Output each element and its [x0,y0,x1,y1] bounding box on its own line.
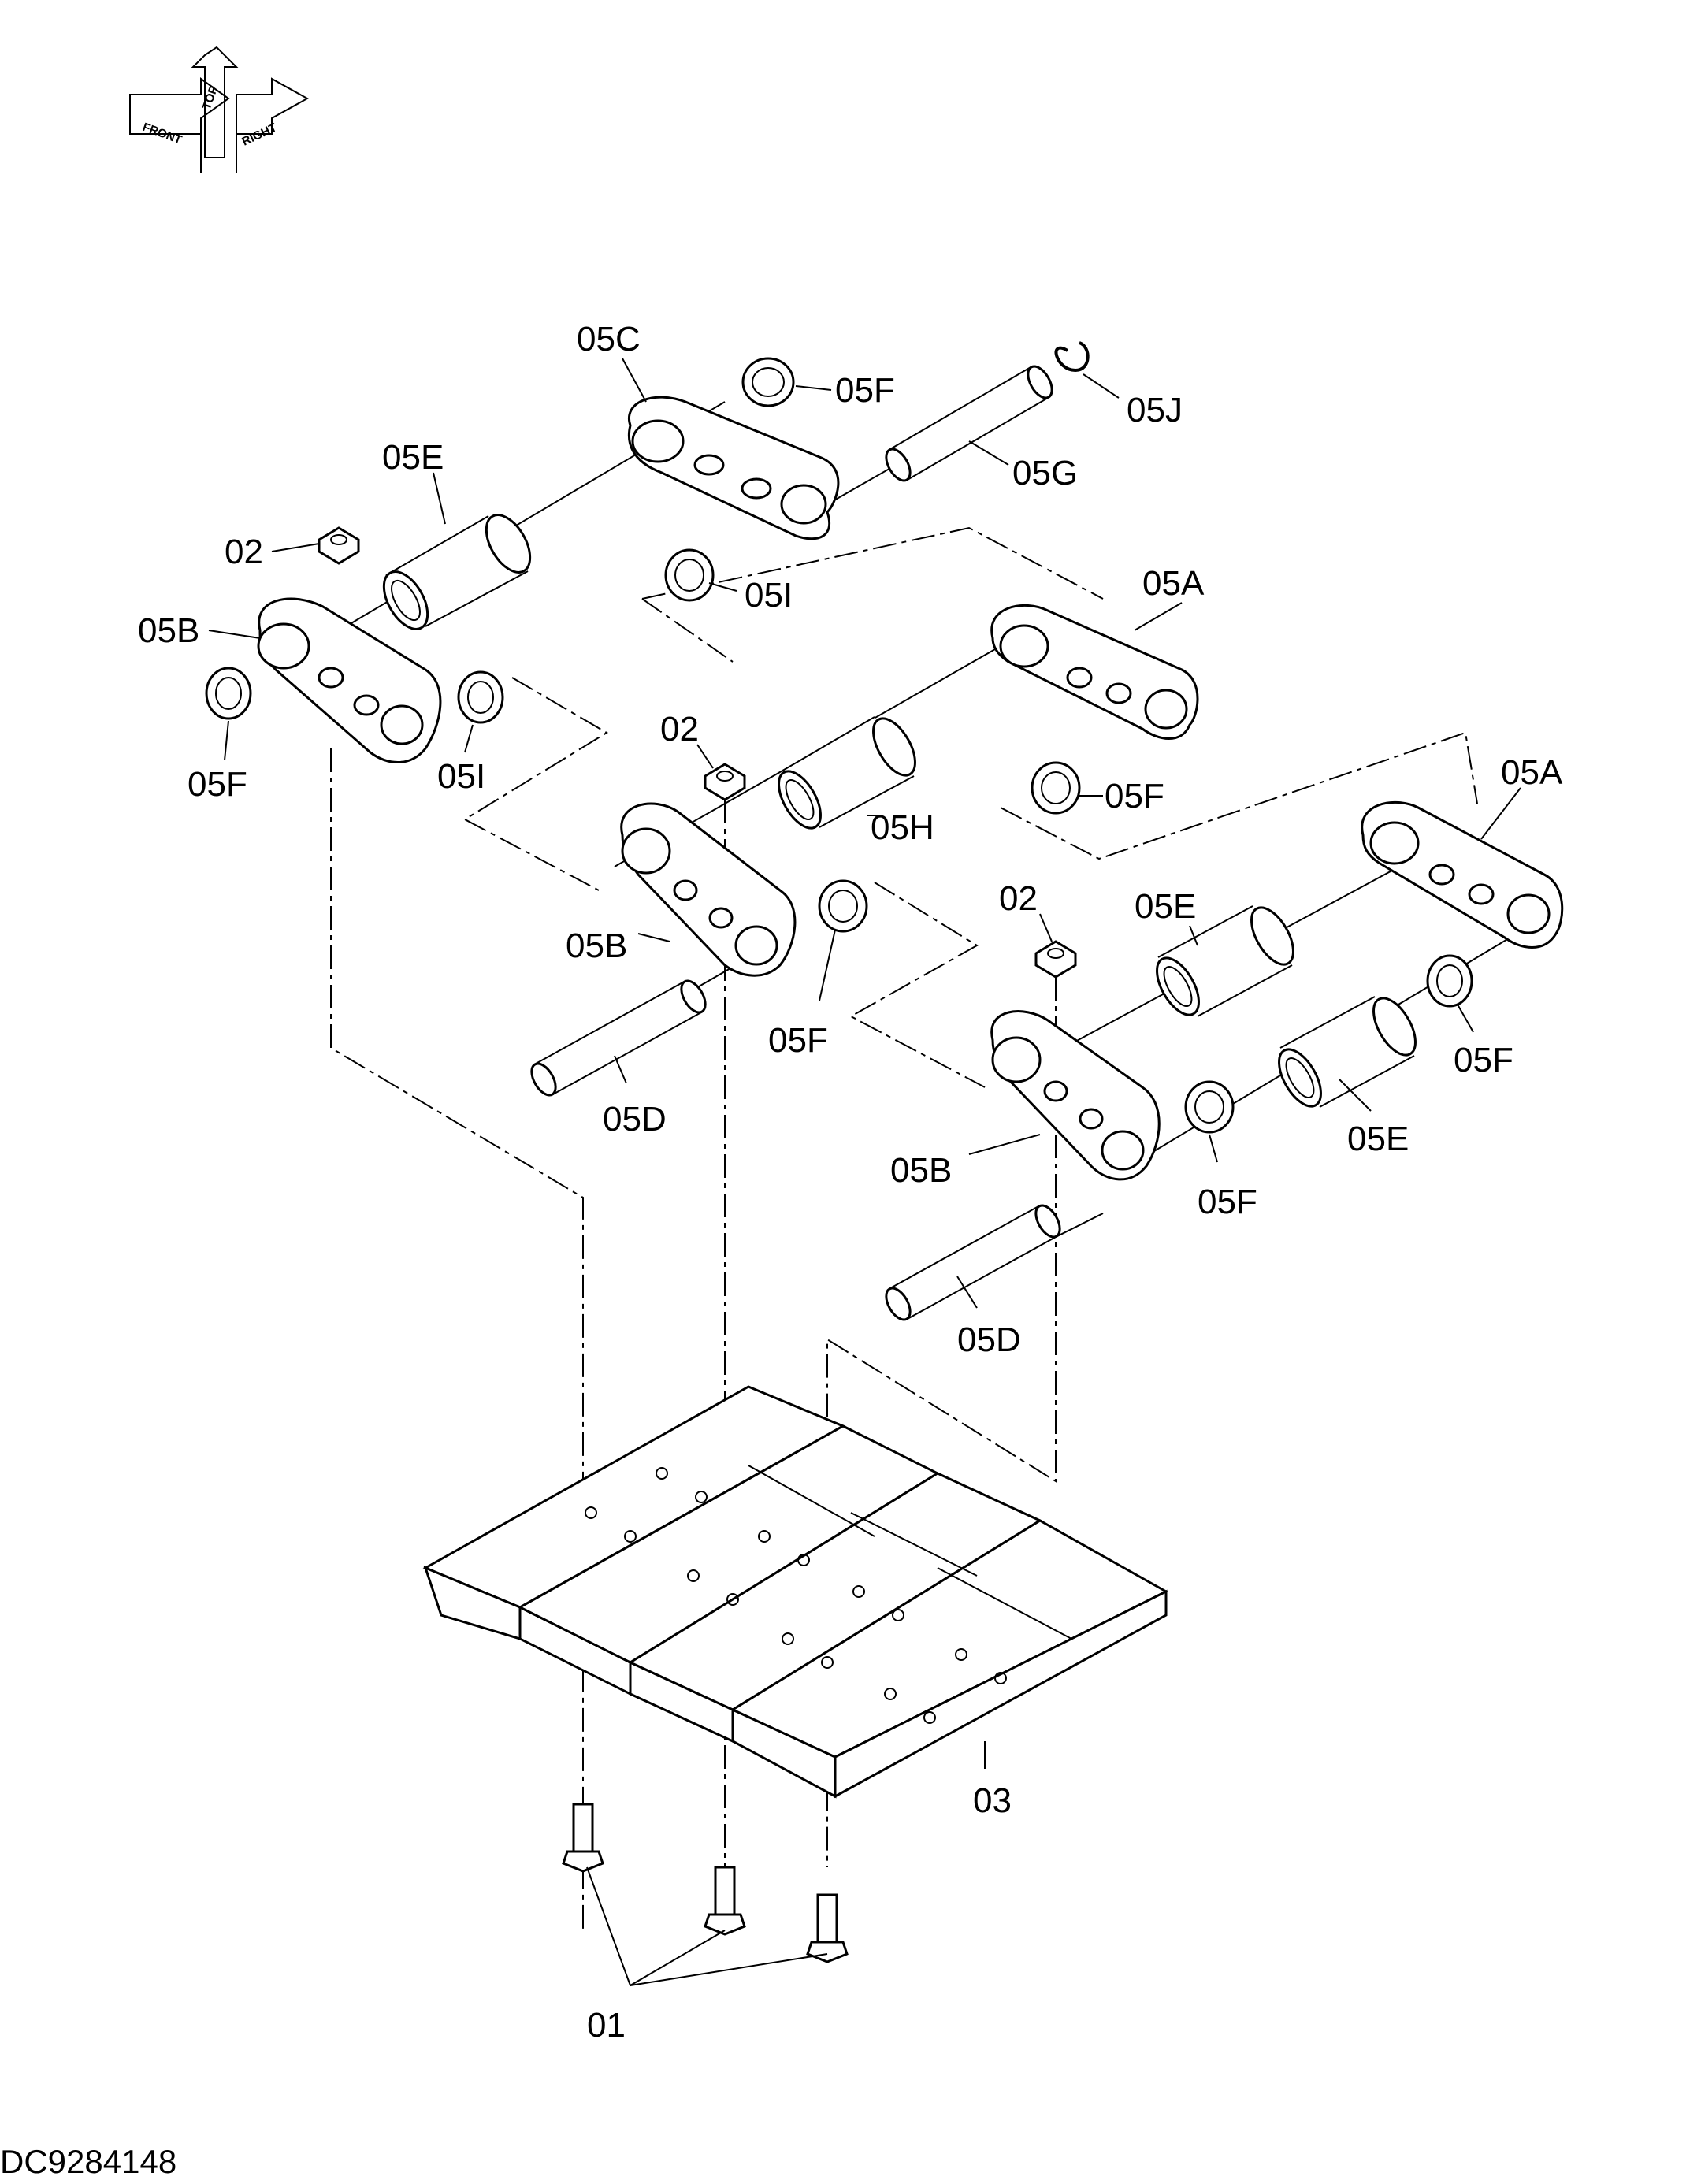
callout-02-right: 02 [999,879,1038,918]
link-05C [627,396,840,540]
callout-05F-top: 05F [835,371,895,410]
seal-05F-top [741,357,795,407]
callout-05G: 05G [1012,454,1078,492]
link-05A-middle [990,604,1199,740]
nut-02-top [318,526,360,565]
link-05B-left [257,597,442,763]
callout-05C: 05C [577,320,641,358]
bushing-05E-lower-right [1278,996,1417,1108]
pin-05D-center [530,979,707,1097]
bolt-01-right [806,1893,849,1963]
seal-05F-right [1426,954,1473,1008]
callout-02-middle: 02 [660,710,699,748]
callout-05I-left: 05I [437,757,485,796]
callout-05I-top: 05I [745,576,793,615]
seal-05I-top [664,548,715,602]
drawing-code: DC9284148 [0,2143,176,2180]
bushing-05E-top [382,514,532,630]
bolt-01-center [704,1866,746,1936]
orientation-right-label: RIGHT [240,121,279,148]
orientation-top-label: TOP [200,84,221,112]
callout-05F-center: 05F [768,1021,828,1060]
callout-05F-middle: 05F [1105,777,1164,815]
callout-05E-upper: 05E [1135,887,1196,926]
callout-05D-right: 05D [957,1320,1021,1359]
seal-05F-lower [1184,1080,1235,1134]
bushing-05H [778,716,916,830]
track-shoe-assembly-03 [422,1385,1169,1799]
callout-05B-left: 05B [138,611,199,650]
callout-05F-lower: 05F [1198,1183,1257,1221]
retaining-ring-05J [1054,341,1090,373]
callout-05B-center: 05B [566,927,627,965]
callout-05F-right: 05F [1454,1041,1513,1079]
callout-05D-center: 05D [603,1100,667,1138]
callout-03: 03 [973,1781,1012,1820]
callout-05A-middle: 05A [1142,564,1205,603]
callout-05A-right: 05A [1501,753,1563,792]
seal-05I-left [457,670,504,724]
callout-05F-left: 05F [188,765,247,804]
pin-05D-right [885,1204,1061,1321]
callout-05B-right: 05B [890,1151,952,1190]
callout-05H: 05H [871,808,934,847]
callout-05E-lower: 05E [1347,1120,1409,1158]
bushing-05E-upper-right [1156,905,1294,1017]
leader-lines [208,358,1521,1987]
orientation-symbol: FRONT TOP RIGHT [129,46,310,173]
orientation-front-label: FRONT [141,121,184,147]
link-05A-right [1361,801,1564,949]
nut-02-middle [704,763,746,801]
callout-labels: 05C 05F 05J 05E 05G 02 05I 05A 05B 05F 0… [138,320,1563,2045]
seal-05F-middle [1031,761,1081,815]
callout-05E-top: 05E [382,438,444,477]
pin-05G [885,365,1053,482]
callout-02-top: 02 [225,533,263,571]
seal-05F-left [205,667,252,720]
callout-05J: 05J [1127,391,1183,429]
nut-02-right [1034,940,1077,979]
bolt-01-left [562,1803,604,1873]
callout-01: 01 [587,2006,626,2045]
link-05B-right [990,1010,1161,1181]
link-05B-center [620,802,797,977]
seal-05F-center [818,879,868,933]
